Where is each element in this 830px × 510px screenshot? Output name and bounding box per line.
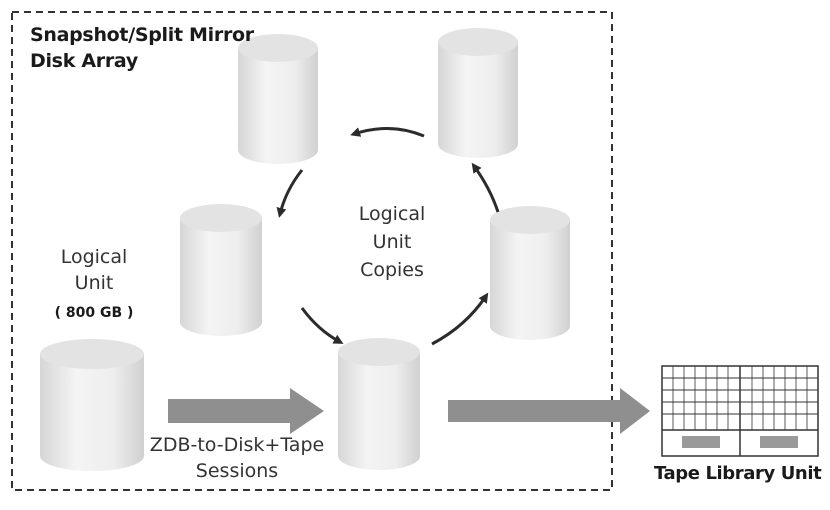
copies-label-line2: Unit (372, 231, 412, 253)
tape-library-icon (661, 365, 819, 457)
array-title-line1: Snapshot/Split Mirror (30, 24, 254, 46)
arrow-to-tape-library (448, 388, 650, 434)
array-title: Snapshot/Split Mirror Disk Array (30, 22, 254, 74)
copies-label: Logical Unit Copies (340, 200, 444, 284)
tape-library-label: Tape Library Unit (654, 463, 822, 484)
curve-arrow-left-bottom (300, 307, 344, 344)
sessions-label-line1: ZDB-to-Disk+Tape (149, 434, 325, 456)
cylinder-middle-right (490, 206, 570, 340)
curve-arrow-right-up (471, 162, 500, 213)
cylinder-center-bottom (338, 338, 420, 470)
copies-label-line1: Logical (358, 203, 426, 225)
cylinder-logical-unit (40, 339, 144, 471)
logical-unit-line1: Logical (60, 246, 128, 268)
logical-unit-label: Logical Unit ( 800 GB ) (40, 244, 148, 326)
curve-arrow-top (350, 126, 425, 138)
cylinder-top-right (438, 28, 518, 158)
array-title-line2: Disk Array (30, 50, 138, 72)
sessions-label-line2: Sessions (195, 460, 279, 482)
copies-label-line3: Copies (360, 259, 424, 281)
logical-unit-size: ( 800 GB ) (54, 305, 134, 321)
disk-array-border (11, 11, 613, 491)
sessions-label: ZDB-to-Disk+Tape Sessions (134, 432, 340, 484)
curve-arrow-right-bottom (431, 292, 489, 346)
logical-unit-line2: Unit (74, 272, 114, 294)
cylinder-middle-left (180, 204, 262, 336)
curve-arrow-left-down (276, 169, 304, 218)
cylinder-top-left (238, 34, 318, 164)
arrow-to-center-disk (168, 388, 324, 434)
